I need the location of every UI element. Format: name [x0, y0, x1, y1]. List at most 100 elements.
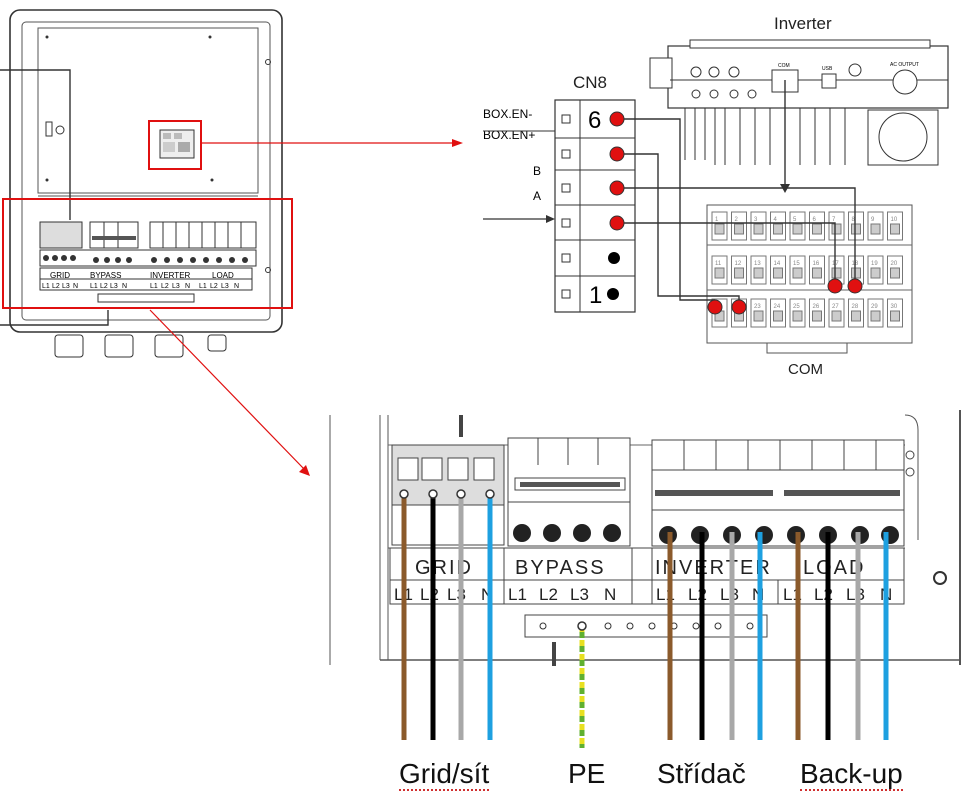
- svg-text:N: N: [73, 283, 78, 290]
- com-cell-hole: [890, 310, 900, 322]
- com-cell-hole: [831, 267, 842, 279]
- com-cell-hole: [773, 267, 783, 279]
- inverter-port-usb: USB: [822, 66, 833, 72]
- com-cell-number: 16: [813, 261, 820, 267]
- svg-text:N: N: [604, 585, 616, 604]
- inverter-port-com: COM: [778, 63, 790, 69]
- label-backup: Back-up: [800, 758, 903, 791]
- box-screw: [265, 267, 271, 273]
- leader-line: [0, 310, 109, 326]
- svg-text:L3: L3: [570, 585, 589, 604]
- cn8-pin-1: [607, 288, 619, 300]
- svg-text:L1: L1: [150, 283, 158, 290]
- cn8-title: CN8: [573, 73, 607, 92]
- svg-text:L2: L2: [52, 283, 60, 290]
- cn8-pin-2: [608, 252, 620, 264]
- highlight-pcb-box: [148, 120, 202, 170]
- svg-text:L1: L1: [199, 283, 207, 290]
- highlight-terminal-area: [2, 198, 293, 309]
- com-cell-number: 30: [891, 304, 898, 310]
- label-pe: PE: [568, 758, 606, 789]
- svg-text:L3: L3: [110, 283, 118, 290]
- com-cell-number: 1: [715, 217, 719, 223]
- svg-text:L1: L1: [508, 585, 527, 604]
- zoomed-terminal-drawing: [329, 410, 961, 666]
- com-cell-hole: [714, 223, 725, 235]
- com-cell-hole: [734, 223, 744, 235]
- com-cell-number: 25: [793, 304, 800, 310]
- com-cell-hole: [890, 223, 900, 235]
- com-terminal-red: [827, 278, 843, 294]
- com-cell-hole: [812, 223, 822, 235]
- com-cell-number: 29: [871, 304, 878, 310]
- signal-box-en-plus: BOX.EN+: [483, 128, 535, 142]
- cn8-pin-3: [609, 215, 625, 231]
- com-cell-hole: [812, 310, 822, 322]
- svg-text:L3: L3: [62, 283, 70, 290]
- svg-text:L1: L1: [42, 283, 50, 290]
- com-cell-hole: [870, 267, 881, 279]
- signal-a: A: [533, 189, 541, 203]
- com-cell-number: 24: [774, 304, 781, 310]
- com-cell-hole: [890, 267, 900, 279]
- com-cells: 1234567891011121314151617181920212223242…: [711, 211, 903, 328]
- svg-text:L3: L3: [720, 585, 739, 604]
- arrow-to-zoom: [149, 309, 306, 471]
- com-cell-hole: [812, 267, 822, 279]
- zoom-label-bypass: BYPASS: [515, 557, 606, 579]
- label-grid: Grid/sít: [399, 758, 490, 791]
- label-inverter: Střídač: [657, 758, 746, 789]
- com-terminal-red: [707, 299, 723, 315]
- com-cell-number: 26: [813, 304, 820, 310]
- cn8-connector: [554, 99, 636, 313]
- pe-bar-holes: [539, 622, 754, 630]
- wire-terminal-rings: [399, 489, 587, 631]
- com-cell-number: 5: [793, 217, 797, 223]
- box-terminal-strip: [39, 221, 257, 303]
- inverter-title: Inverter: [774, 14, 832, 33]
- com-cell-hole: [831, 310, 842, 322]
- colored-wires: [401, 490, 889, 748]
- svg-text:L2: L2: [420, 585, 439, 604]
- com-cell-number: 3: [754, 217, 758, 223]
- com-cell-number: 10: [891, 217, 898, 223]
- com-cell-number: 23: [754, 304, 761, 310]
- svg-text:L2: L2: [161, 283, 169, 290]
- com-cell-number: 14: [774, 261, 781, 267]
- cn8-pin-4: [609, 180, 625, 196]
- com-cell-hole: [734, 267, 744, 279]
- com-cell-hole: [753, 310, 764, 322]
- com-cell-hole: [792, 310, 803, 322]
- com-cell-number: 8: [852, 217, 856, 223]
- com-cell-hole: [851, 310, 861, 322]
- svg-text:L1: L1: [90, 283, 98, 290]
- inverter-port-ac-output: AC OUTPUT: [890, 62, 919, 68]
- svg-text:L3: L3: [172, 283, 180, 290]
- com-cell-number: 13: [754, 261, 761, 267]
- svg-text:N: N: [234, 283, 239, 290]
- com-cell-hole: [870, 223, 881, 235]
- box-phase-labels: L1 L2 L3 N L1 L2 L3 N L1 L2 L3 N L1 L2 L…: [42, 283, 239, 290]
- com-cell-hole: [831, 223, 842, 235]
- com-cell-hole: [792, 223, 803, 235]
- com-cell-number: 9: [871, 217, 875, 223]
- com-cell-hole: [851, 267, 861, 279]
- box-label-load: LOAD: [212, 271, 234, 280]
- signal-b: B: [533, 164, 541, 178]
- com-cell-hole: [870, 310, 881, 322]
- cn8-pin-bottom-number: 1: [589, 282, 602, 309]
- zoom-label-load: LOAD: [803, 557, 865, 579]
- svg-text:L2: L2: [210, 283, 218, 290]
- zoom-group-labels: GRID BYPASS INVERTER LOAD: [415, 557, 865, 579]
- com-cell-number: 27: [832, 304, 839, 310]
- box-label-grid: GRID: [50, 271, 70, 280]
- svg-text:L2: L2: [100, 283, 108, 290]
- zoom-label-grid: GRID: [415, 557, 473, 579]
- com-cell-hole: [714, 267, 725, 279]
- signal-box-en-minus: BOX.EN-: [483, 107, 532, 121]
- com-cell-number: 11: [715, 261, 722, 267]
- com-cell-number: 19: [871, 261, 878, 267]
- com-cell-hole: [753, 223, 764, 235]
- com-cell-number: 6: [813, 217, 817, 223]
